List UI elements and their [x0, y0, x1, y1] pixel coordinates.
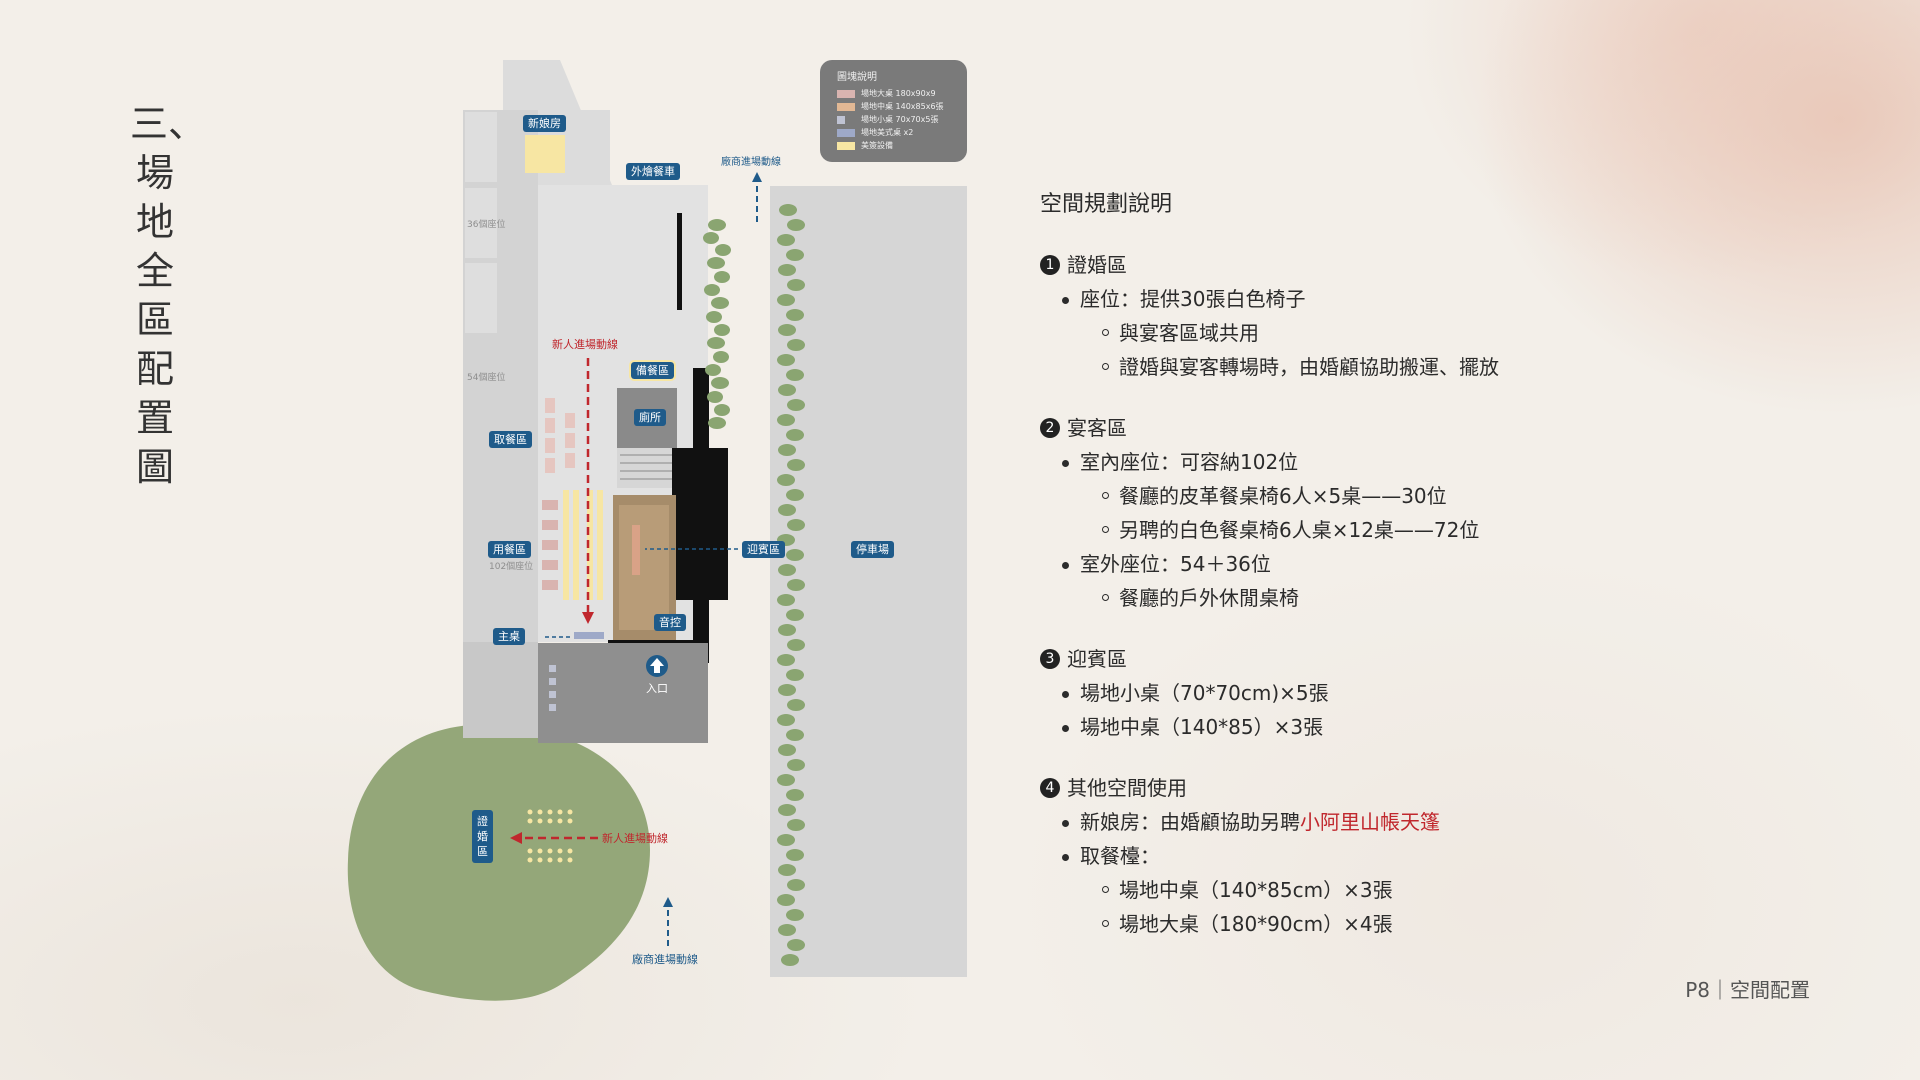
entrance-label: 入口: [646, 682, 668, 695]
vendor-entry-bottom-label: 廠商進場動線: [632, 953, 698, 966]
vendor-entry-top-label: 廠商進場動線: [721, 157, 781, 168]
legend: 圖塊說明 場地大桌 180x90x9 場地中桌 140x85x6張 場地小桌 7…: [820, 60, 967, 162]
sub-list-item: 餐廳的戶外休閒桌椅: [1040, 581, 1640, 615]
list-item: 取餐檯：: [1040, 839, 1640, 873]
legend-title: 圖塊說明: [837, 72, 877, 83]
sub-list-item: 餐廳的皮革餐桌椅6人×5桌——30位: [1040, 479, 1640, 513]
legend-item: 場地小桌 70x70x5張: [837, 114, 938, 125]
floor-plan: [347, 60, 967, 1001]
sub-list-item: 場地大桌（180*90cm）×4張: [1040, 907, 1640, 941]
dining-area-tag: 用餐區: [488, 541, 531, 558]
section-reception: 3 迎賓區 場地小桌（70*70cm)×5張 場地中桌（140*85）×3張: [1040, 642, 1640, 744]
reception-tag: 迎賓區: [742, 541, 785, 558]
section-heading: 迎賓區: [1067, 647, 1127, 671]
legend-swatch: [837, 128, 855, 137]
sub-list-item: 場地中桌（140*85cm）×3張: [1040, 873, 1640, 907]
section-other: 4 其他空間使用 新娘房：由婚顧協助另聘小阿里山帳天篷 取餐檯： 場地中桌（140…: [1040, 771, 1640, 941]
page-footer: P8｜空間配置: [1685, 978, 1810, 1002]
legend-swatch: [837, 102, 855, 111]
legend-swatch: [837, 89, 855, 98]
section-ceremony: 1 證婚區 座位：提供30張白色椅子 與宴客區域共用 證婚與宴客轉場時，由婚顧協助…: [1040, 248, 1640, 384]
seat-note-36: 36個座位: [467, 220, 506, 230]
list-item: 室內座位：可容納102位: [1040, 445, 1640, 479]
head-table-tag: 主桌: [493, 628, 525, 645]
couple-entry-lawn-label: 新人進場動線: [602, 832, 668, 845]
prep-area-tag: 備餐區: [629, 360, 676, 381]
sound-tag: 音控: [654, 614, 686, 631]
bride-room-box: [525, 135, 565, 173]
section-heading: 證婚區: [1067, 253, 1127, 277]
legend-swatch: [837, 141, 855, 150]
legend-item: 場地中桌 140x85x6張: [837, 101, 944, 112]
panel-title: 空間規劃說明: [1040, 192, 1173, 217]
section-heading: 宴客區: [1067, 416, 1127, 440]
section-number: 4: [1040, 778, 1060, 798]
list-item: 新娘房：由婚顧協助另聘小阿里山帳天篷: [1040, 805, 1640, 839]
list-item: 室外座位：54＋36位: [1040, 547, 1640, 581]
couple-entry-label: 新人進場動線: [552, 338, 618, 351]
list-item: 場地中桌（140*85）×3張: [1040, 710, 1640, 744]
buffet-area-tag: 取餐區: [489, 431, 532, 448]
list-item: 場地小桌（70*70cm)×5張: [1040, 676, 1640, 710]
section-heading: 其他空間使用: [1067, 776, 1187, 800]
section-banquet: 2 宴客區 室內座位：可容納102位 餐廳的皮革餐桌椅6人×5桌——30位 另聘的…: [1040, 411, 1640, 615]
sub-list-item: 證婚與宴客轉場時，由婚顧協助搬運、擺放: [1040, 350, 1640, 384]
seat-note-54: 54個座位: [467, 373, 506, 383]
stairs: [617, 448, 677, 488]
highlight-text: 小阿里山帳天篷: [1300, 810, 1440, 834]
list-item: 座位：提供30張白色椅子: [1040, 282, 1640, 316]
ceremony-area-tag: 證婚區: [472, 810, 493, 863]
entrance-area: [538, 643, 708, 743]
sub-list-item: 另聘的白色餐桌椅6人桌×12桌——72位: [1040, 513, 1640, 547]
outdoor-dining-tag: 外燴餐車: [626, 163, 680, 180]
sub-list-item: 與宴客區域共用: [1040, 316, 1640, 350]
parking-tag: 停車場: [851, 541, 894, 558]
legend-item: 場地美式桌 x2: [837, 127, 913, 138]
legend-swatch: [837, 115, 845, 124]
restroom-tag: 廁所: [634, 409, 666, 426]
section-number: 2: [1040, 418, 1060, 438]
section-number: 1: [1040, 255, 1060, 275]
ceremony-lawn: [347, 724, 650, 1001]
tree-row-right: [777, 204, 805, 966]
legend-item: 場地大桌 180x90x9: [837, 88, 936, 99]
bride-room-tag: 新娘房: [523, 115, 566, 132]
legend-item: 美簽設備: [837, 140, 893, 151]
description-panel: 空間規劃說明 1 證婚區 座位：提供30張白色椅子 與宴客區域共用 證婚與宴客轉場…: [1040, 186, 1640, 968]
seat-note-102: 102個座位: [489, 562, 534, 572]
section-number: 3: [1040, 649, 1060, 669]
